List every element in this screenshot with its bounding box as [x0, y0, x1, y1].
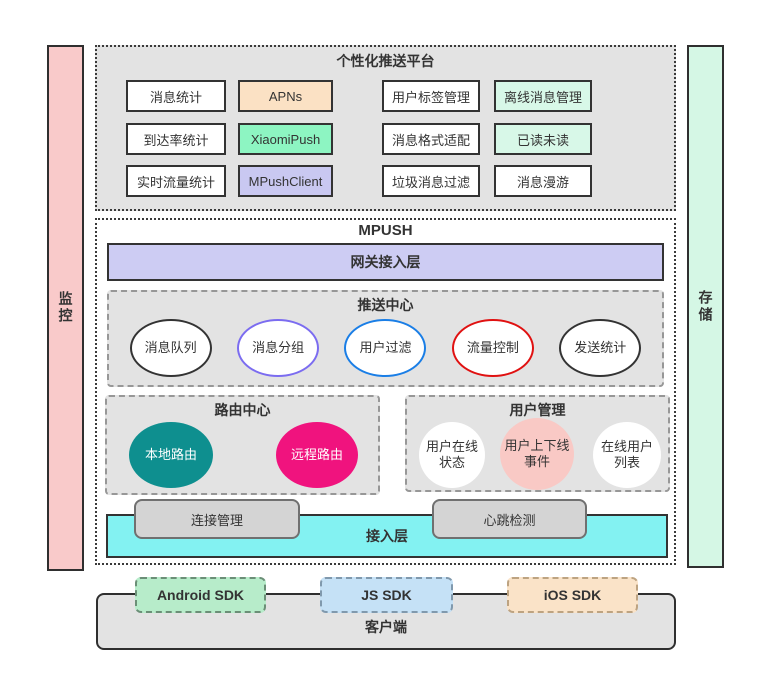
user-mgmt-title: 用户管理: [509, 402, 566, 418]
sdk-js: JS SDK: [320, 577, 453, 613]
sdk-ios: iOS SDK: [507, 577, 638, 613]
push-center-title: 推送中心: [357, 297, 414, 313]
user-mgmt-panel: 用户管理 用户在线状态 用户上下线事件 在线用户列表: [405, 395, 670, 492]
sdk-android: Android SDK: [135, 577, 266, 613]
push-node-message-group: 消息分组: [237, 319, 320, 377]
route-node-remote: 远程路由: [276, 422, 358, 488]
route-node-local: 本地路由: [129, 422, 213, 488]
platform-box-xiaomipush: XiaomiPush: [238, 123, 333, 155]
user-node-online-user-list: 在线用户列表: [593, 422, 661, 488]
platform-title: 个性化推送平台: [336, 53, 435, 69]
route-center-panel: 路由中心 本地路由 远程路由: [105, 395, 380, 495]
push-node-traffic-control: 流量控制: [451, 319, 534, 377]
platform-box-realtime-traffic: 实时流量统计: [126, 165, 226, 197]
user-node-online-status: 用户在线状态: [419, 422, 485, 488]
route-center-title: 路由中心: [214, 402, 271, 418]
platform-box-user-tags: 用户标签管理: [382, 80, 480, 112]
platform-box-delivery-rate: 到达率统计: [126, 123, 226, 155]
push-center-nodes: 消息队列 消息分组 用户过滤 流量控制 发送统计: [109, 315, 662, 377]
platform-box-spam-filter: 垃圾消息过滤: [382, 165, 480, 197]
mpush-title: MPUSH: [358, 222, 413, 239]
push-node-user-filter: 用户过滤: [344, 319, 427, 377]
user-node-online-offline-events: 用户上下线事件: [500, 418, 574, 490]
mpush-panel: MPUSH 网关接入层 推送中心 消息队列 消息分组 用户过滤 流量控制 发送统…: [95, 218, 676, 565]
push-node-message-queue: 消息队列: [129, 319, 212, 377]
push-center-panel: 推送中心 消息队列 消息分组 用户过滤 流量控制 发送统计: [107, 290, 664, 387]
platform-box-mpushclient: MPushClient: [238, 165, 333, 197]
connection-manager-box: 连接管理: [134, 499, 300, 539]
heartbeat-box: 心跳检测: [432, 499, 587, 539]
push-node-send-stats: 发送统计: [559, 319, 642, 377]
platform-box-message-roaming: 消息漫游: [494, 165, 592, 197]
platform-box-read-unread: 已读未读: [494, 123, 592, 155]
platform-panel: 个性化推送平台 消息统计 APNs 用户标签管理 离线消息管理 到达率统计 Xi…: [95, 45, 676, 211]
platform-box-format-adapt: 消息格式适配: [382, 123, 480, 155]
monitor-bar: 监控: [47, 45, 84, 571]
gateway-access-layer: 网关接入层: [107, 243, 664, 281]
platform-box-message-stats: 消息统计: [126, 80, 226, 112]
platform-box-apns: APNs: [238, 80, 333, 112]
storage-bar: 存储: [687, 45, 724, 568]
platform-box-offline-message: 离线消息管理: [494, 80, 592, 112]
